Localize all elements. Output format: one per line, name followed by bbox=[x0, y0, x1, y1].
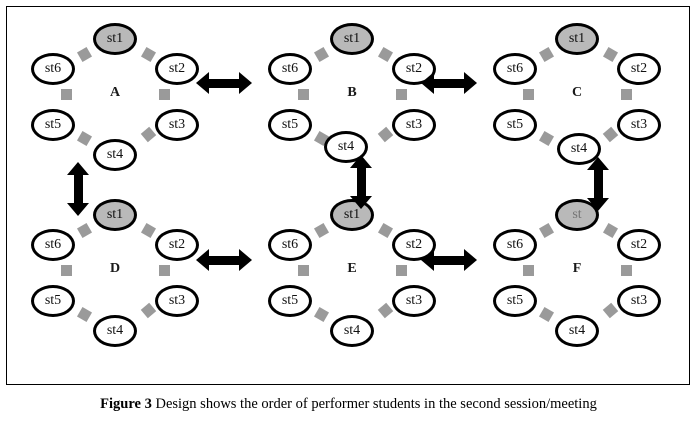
arrow-c-f bbox=[585, 157, 611, 211]
arrowhead-up-icon bbox=[350, 155, 372, 168]
arrow-e-f bbox=[421, 247, 477, 273]
connector-st1-st2-icon bbox=[377, 222, 394, 239]
group-label-f: F bbox=[572, 261, 582, 276]
node-f-st5[interactable]: st5 bbox=[493, 285, 537, 317]
group-e: st1 st2 st3 st4 st5 st6 E bbox=[252, 197, 452, 357]
arrow-shaft bbox=[206, 256, 242, 265]
connector-st1-st2-icon bbox=[602, 222, 619, 239]
connector-st4-st5-icon bbox=[76, 306, 93, 323]
arrow-a-b bbox=[196, 70, 252, 96]
arrow-shaft bbox=[357, 165, 366, 199]
node-a-st6[interactable]: st6 bbox=[31, 53, 75, 85]
group-label-e: E bbox=[347, 261, 357, 276]
node-b-st6[interactable]: st6 bbox=[268, 53, 312, 85]
arrowhead-right-icon bbox=[464, 72, 477, 94]
node-f-st3[interactable]: st3 bbox=[617, 285, 661, 317]
arrowhead-right-icon bbox=[239, 249, 252, 271]
node-d-st3[interactable]: st3 bbox=[155, 285, 199, 317]
connector-st1-st2-icon bbox=[602, 46, 619, 63]
connector-st1-st2-icon bbox=[140, 46, 157, 63]
node-b-st1[interactable]: st1 bbox=[330, 23, 374, 55]
arrow-shaft bbox=[594, 167, 603, 201]
node-e-st4[interactable]: st4 bbox=[330, 315, 374, 347]
node-c-st6[interactable]: st6 bbox=[493, 53, 537, 85]
arrowhead-up-icon bbox=[67, 162, 89, 175]
node-d-st6[interactable]: st6 bbox=[31, 229, 75, 261]
connector-st6-st1-icon bbox=[313, 222, 330, 239]
node-a-st3[interactable]: st3 bbox=[155, 109, 199, 141]
connector-st6-st1-icon bbox=[76, 46, 93, 63]
node-a-st5[interactable]: st5 bbox=[31, 109, 75, 141]
arrowhead-down-icon bbox=[67, 203, 89, 216]
node-c-st1[interactable]: st1 bbox=[555, 23, 599, 55]
group-d: st1 st2 st3 st4 st5 st6 D bbox=[15, 197, 215, 357]
connector-st3-st4-icon bbox=[140, 126, 157, 143]
group-label-b: B bbox=[347, 85, 357, 100]
connector-st6-st1-icon bbox=[313, 46, 330, 63]
connector-st1-st2-icon bbox=[140, 222, 157, 239]
node-f-st2[interactable]: st2 bbox=[617, 229, 661, 261]
connector-st1-st2-icon bbox=[377, 46, 394, 63]
node-a-st4[interactable]: st4 bbox=[93, 139, 137, 171]
group-a: st1 st2 st3 st4 st5 st6 A bbox=[15, 21, 215, 181]
connector-st4-st5-icon bbox=[538, 306, 555, 323]
node-c-st3[interactable]: st3 bbox=[617, 109, 661, 141]
arrowhead-down-icon bbox=[587, 198, 609, 211]
node-d-st4[interactable]: st4 bbox=[93, 315, 137, 347]
arrow-a-d bbox=[65, 162, 91, 216]
group-label-c: C bbox=[571, 85, 583, 100]
arrow-shaft bbox=[74, 172, 83, 206]
connector-st4-st5-icon bbox=[76, 130, 93, 147]
arrowhead-left-icon bbox=[421, 72, 434, 94]
group-c: st1 st2 st3 st4 st5 st6 C bbox=[477, 21, 677, 181]
arrowhead-left-icon bbox=[196, 249, 209, 271]
figure-caption-number: Figure 3 bbox=[100, 396, 152, 412]
figure-caption: Figure 3 Design shows the order of perfo… bbox=[0, 396, 697, 413]
node-e-st6[interactable]: st6 bbox=[268, 229, 312, 261]
arrowhead-left-icon bbox=[421, 249, 434, 271]
node-c-st2[interactable]: st2 bbox=[617, 53, 661, 85]
node-f-st4[interactable]: st4 bbox=[555, 315, 599, 347]
connector-st4-st5-icon bbox=[313, 306, 330, 323]
connector-st3-st4-icon bbox=[602, 302, 619, 319]
arrow-shaft bbox=[431, 256, 467, 265]
group-f: st st2 st3 st4 st5 st6 F bbox=[477, 197, 677, 357]
arrow-shaft bbox=[206, 79, 242, 88]
node-b-st4[interactable]: st4 bbox=[324, 131, 368, 163]
arrow-d-e bbox=[196, 247, 252, 273]
connector-st3-st4-icon bbox=[377, 126, 394, 143]
connector-st3-st4-icon bbox=[602, 126, 619, 143]
group-label-d: D bbox=[109, 261, 121, 276]
node-f-st6[interactable]: st6 bbox=[493, 229, 537, 261]
node-a-st2[interactable]: st2 bbox=[155, 53, 199, 85]
figure-border: st1 st2 st3 st4 st5 st6 A st1 st2 st3 st… bbox=[6, 6, 690, 385]
node-e-st5[interactable]: st5 bbox=[268, 285, 312, 317]
arrowhead-right-icon bbox=[239, 72, 252, 94]
arrowhead-right-icon bbox=[464, 249, 477, 271]
connector-st6-st1-icon bbox=[76, 222, 93, 239]
group-label-a: A bbox=[109, 85, 121, 100]
arrowhead-up-icon bbox=[587, 157, 609, 170]
arrowhead-left-icon bbox=[196, 72, 209, 94]
node-d-st2[interactable]: st2 bbox=[155, 229, 199, 261]
figure-caption-text: Design shows the order of performer stud… bbox=[151, 396, 597, 412]
connector-st3-st4-icon bbox=[377, 302, 394, 319]
group-b: st1 st2 st3 st4 st5 st6 B bbox=[252, 21, 452, 181]
node-e-st3[interactable]: st3 bbox=[392, 285, 436, 317]
arrow-b-e bbox=[348, 155, 374, 209]
node-c-st5[interactable]: st5 bbox=[493, 109, 537, 141]
arrowhead-down-icon bbox=[350, 196, 372, 209]
arrow-shaft bbox=[431, 79, 467, 88]
connector-st6-st1-icon bbox=[538, 46, 555, 63]
node-a-st1[interactable]: st1 bbox=[93, 23, 137, 55]
node-d-st5[interactable]: st5 bbox=[31, 285, 75, 317]
node-d-st1[interactable]: st1 bbox=[93, 199, 137, 231]
connector-st6-st1-icon bbox=[538, 222, 555, 239]
connector-st4-st5-icon bbox=[538, 130, 555, 147]
node-b-st5[interactable]: st5 bbox=[268, 109, 312, 141]
connector-st3-st4-icon bbox=[140, 302, 157, 319]
arrow-b-c bbox=[421, 70, 477, 96]
node-b-st3[interactable]: st3 bbox=[392, 109, 436, 141]
